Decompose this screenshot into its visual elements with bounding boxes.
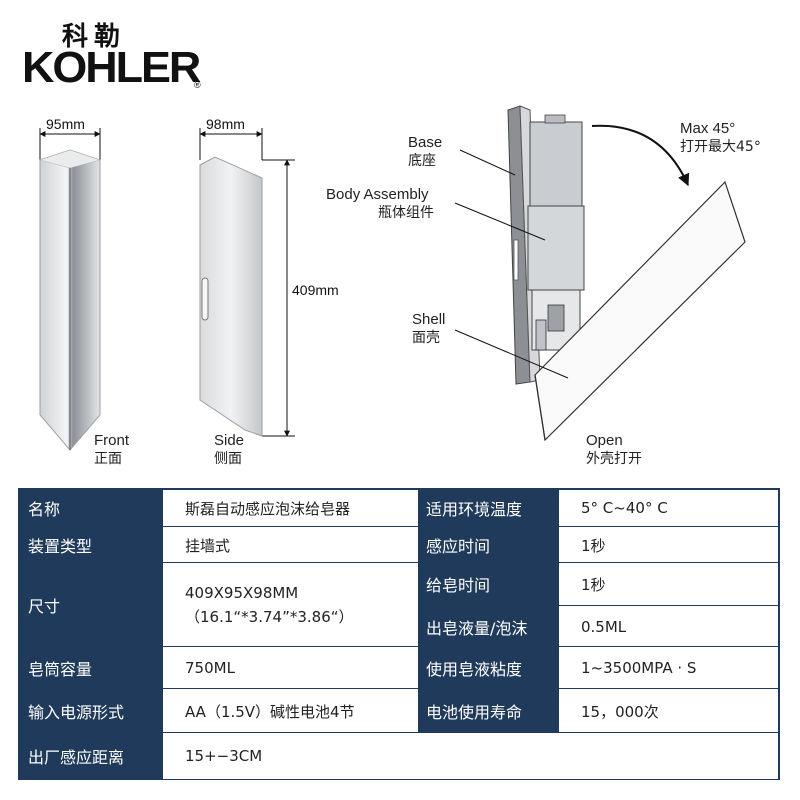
table-row: 尺寸 409X95X98MM （16.1“*3.74”*3.86“） 给皂时间 … xyxy=(20,562,778,647)
front-caption: Front 正面 xyxy=(94,432,129,468)
side-height-label: 409mm xyxy=(292,282,339,298)
spec-label-name: 名称 xyxy=(20,490,162,526)
spec-label-battery-life: 电池使用寿命 xyxy=(418,689,558,733)
front-caption-en: Front xyxy=(94,432,130,449)
max-angle-en: Max 45° xyxy=(680,120,736,137)
body-assembly-label: Body Assembly 瓶体组件 xyxy=(326,186,434,222)
spec-value-viscosity: 1~3500MPA · S xyxy=(558,647,778,689)
spec-value-battery-life: 15，000次 xyxy=(558,689,778,733)
spec-table: 名称 斯磊自动感应泡沫给皂器 适用环境温度 5° C~40° C 装置类型 挂墙… xyxy=(18,488,780,780)
open-label: Open 外壳打开 xyxy=(586,432,642,468)
open-view-drawing xyxy=(454,105,746,442)
side-view-drawing xyxy=(199,128,295,437)
shell-label-cn: 面壳 xyxy=(412,330,440,346)
brand-logo: KOHLER xyxy=(22,43,201,92)
base-label-en: Base xyxy=(408,134,443,151)
table-row: 装置类型 挂墙式 感应时间 1秒 xyxy=(20,526,778,563)
brand-logo-chinese: 科勒 xyxy=(62,22,127,52)
max-angle-cn: 打开最大45° xyxy=(680,139,761,155)
spec-value-temperature: 5° C~40° C xyxy=(558,490,778,526)
spec-label-install: 装置类型 xyxy=(20,527,162,563)
spec-label-dispense-time: 给皂时间 xyxy=(418,563,558,605)
shell-label: Shell 面壳 xyxy=(412,311,445,347)
spec-label-capacity: 皂筒容量 xyxy=(20,647,162,689)
spec-label-distance: 出厂感应距离 xyxy=(20,733,162,779)
table-row: 输入电源形式 AA（1.5V）碱性电池4节 电池使用寿命 15，000次 xyxy=(20,688,778,733)
table-row: 出厂感应距离 15+−3CM xyxy=(20,732,778,779)
shell-label-en: Shell xyxy=(412,311,446,328)
spec-value-name: 斯磊自动感应泡沫给皂器 xyxy=(162,490,418,526)
side-caption-en: Side xyxy=(214,432,245,449)
front-view-drawing xyxy=(39,128,101,451)
front-caption-cn: 正面 xyxy=(94,451,122,467)
spec-value-distance: 15+−3CM xyxy=(162,733,778,779)
side-caption-cn: 侧面 xyxy=(214,451,242,467)
spec-label-sense-time: 感应时间 xyxy=(418,527,558,563)
body-label-cn: 瓶体组件 xyxy=(378,205,434,221)
open-label-cn: 外壳打开 xyxy=(586,451,642,467)
base-label-cn: 底座 xyxy=(408,153,436,169)
spec-value-power: AA（1.5V）碱性电池4节 xyxy=(162,689,418,733)
spec-value-dispense-time: 1秒 xyxy=(558,563,778,605)
body-label-en: Body Assembly xyxy=(326,186,429,203)
spec-value-size-imperial: （16.1“*3.74”*3.86“） xyxy=(185,608,354,626)
spec-value-capacity: 750ML xyxy=(162,647,418,689)
spec-value-size-metric: 409X95X98MM xyxy=(185,584,299,602)
spec-value-install: 挂墙式 xyxy=(162,527,418,563)
spec-label-power: 输入电源形式 xyxy=(20,689,162,733)
product-drawings xyxy=(39,105,746,451)
base-label: Base 底座 xyxy=(408,134,442,170)
max-angle-label: Max 45° 打开最大45° xyxy=(680,120,761,156)
spec-label-output: 出皂液量/泡沫 xyxy=(418,605,558,647)
spec-value-sense-time: 1秒 xyxy=(558,527,778,563)
spec-label-size: 尺寸 xyxy=(20,563,162,647)
table-row: 皂筒容量 750ML 使用皂液粘度 1~3500MPA · S xyxy=(20,646,778,689)
spec-label-viscosity: 使用皂液粘度 xyxy=(418,647,558,689)
front-width-label: 95mm xyxy=(46,116,85,132)
spec-value-size: 409X95X98MM （16.1“*3.74”*3.86“） xyxy=(162,563,418,647)
spec-label-temperature: 适用环境温度 xyxy=(418,490,558,526)
side-depth-label: 98mm xyxy=(206,116,245,132)
registered-mark: ® xyxy=(194,80,201,90)
table-row: 名称 斯磊自动感应泡沫给皂器 适用环境温度 5° C~40° C xyxy=(20,490,778,526)
open-label-en: Open xyxy=(586,432,623,449)
spec-value-output: 0.5ML xyxy=(558,605,778,647)
side-caption: Side 侧面 xyxy=(214,432,244,468)
